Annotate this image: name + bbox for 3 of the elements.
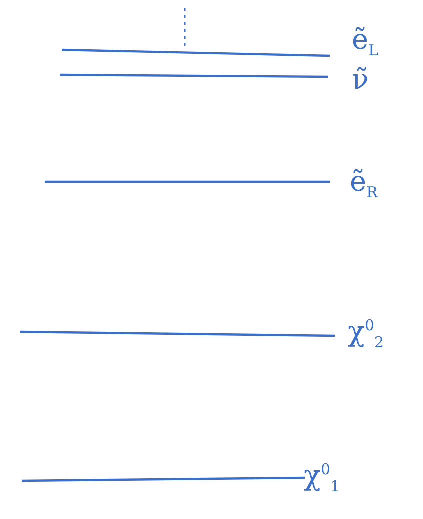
level-label: ν̃: [352, 66, 370, 94]
level-label: ẽ$_{R}$: [350, 168, 378, 201]
level-label: ẽ$_{L}$: [352, 26, 379, 59]
